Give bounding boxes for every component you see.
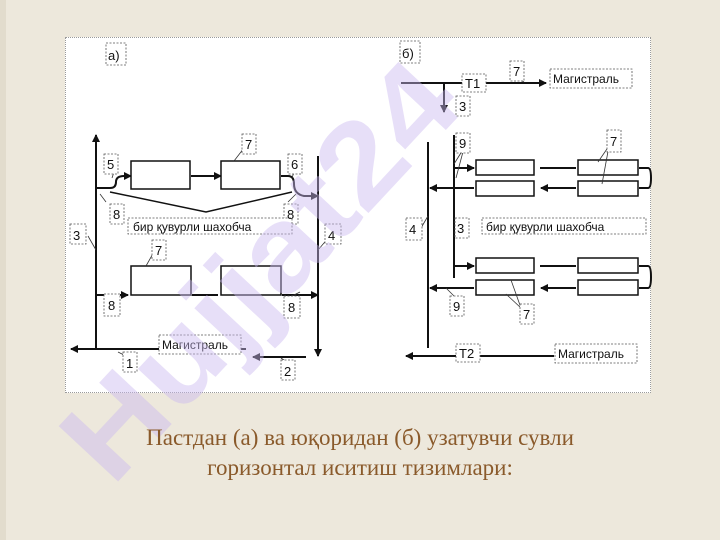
a-callout-5: 5 bbox=[107, 157, 114, 172]
b-callout-9: 9 bbox=[459, 136, 466, 151]
a-main-label: Магистраль bbox=[162, 338, 228, 352]
a-radiator-2 bbox=[220, 160, 281, 190]
a-callout-6: 6 bbox=[291, 157, 298, 172]
b-radiator-5 bbox=[475, 257, 535, 274]
b-callout-7: 7 bbox=[610, 134, 617, 149]
a-callout-8: 8 bbox=[287, 207, 294, 222]
slide-border bbox=[0, 0, 6, 540]
a-callout-8: 8 bbox=[108, 298, 115, 313]
a-upper-branch bbox=[96, 175, 131, 189]
a-callout-3: 3 bbox=[73, 228, 80, 243]
b-callout-3: 3 bbox=[457, 221, 464, 236]
b-radiator-6 bbox=[475, 279, 535, 296]
heating-system-diagram: а) 5 7 6 8 8 3 4 7 8 8 1 2 бир қувурли ш… bbox=[69, 40, 653, 381]
a-radiator-1 bbox=[130, 160, 191, 190]
a-callout-8: 8 bbox=[288, 300, 295, 315]
a-branch-zigzag bbox=[109, 191, 293, 213]
b-main-bottom-label: Магистраль bbox=[558, 347, 624, 361]
a-callout-4: 4 bbox=[328, 228, 335, 243]
b-callout-3: 3 bbox=[459, 99, 466, 114]
b-radiator-1 bbox=[475, 159, 535, 176]
b-radiator-2 bbox=[475, 180, 535, 197]
b-callout-7: 7 bbox=[513, 64, 520, 79]
a-branch-label: бир қувурли шахобча bbox=[133, 220, 252, 234]
b-callout-7: 7 bbox=[523, 307, 530, 322]
b-title: б) bbox=[402, 46, 414, 61]
b-callout-4: 4 bbox=[409, 222, 416, 237]
b-main-top-label: Магистраль bbox=[553, 72, 619, 86]
caption-line-2: горизонтал иситиш тизимлари: bbox=[207, 455, 513, 480]
b-t2-label: Т2 bbox=[459, 346, 474, 361]
a-callout-1: 1 bbox=[126, 356, 133, 371]
a-radiator-3 bbox=[130, 265, 192, 296]
b-t1-label: Т1 bbox=[465, 76, 480, 91]
diagram-panel: а) 5 7 6 8 8 3 4 7 8 8 1 2 бир қувурли ш… bbox=[65, 37, 653, 393]
b-branch-label: бир қувурли шахобча bbox=[486, 220, 605, 234]
a-callout-8: 8 bbox=[113, 207, 120, 222]
b-radiator-7 bbox=[577, 257, 639, 274]
a-callout-2: 2 bbox=[284, 364, 291, 379]
b-radiator-8 bbox=[577, 279, 639, 296]
b-callout-9: 9 bbox=[453, 299, 460, 314]
caption-line-1: Пастдан (а) ва юқоридан (б) узатувчи сув… bbox=[146, 425, 574, 450]
a-callout-7: 7 bbox=[245, 137, 252, 152]
a-callout-7: 7 bbox=[155, 243, 162, 258]
b-radiator-4 bbox=[577, 180, 639, 197]
a-radiator-4 bbox=[220, 265, 282, 296]
a-title: а) bbox=[108, 48, 120, 63]
b-radiator-3 bbox=[577, 159, 639, 176]
